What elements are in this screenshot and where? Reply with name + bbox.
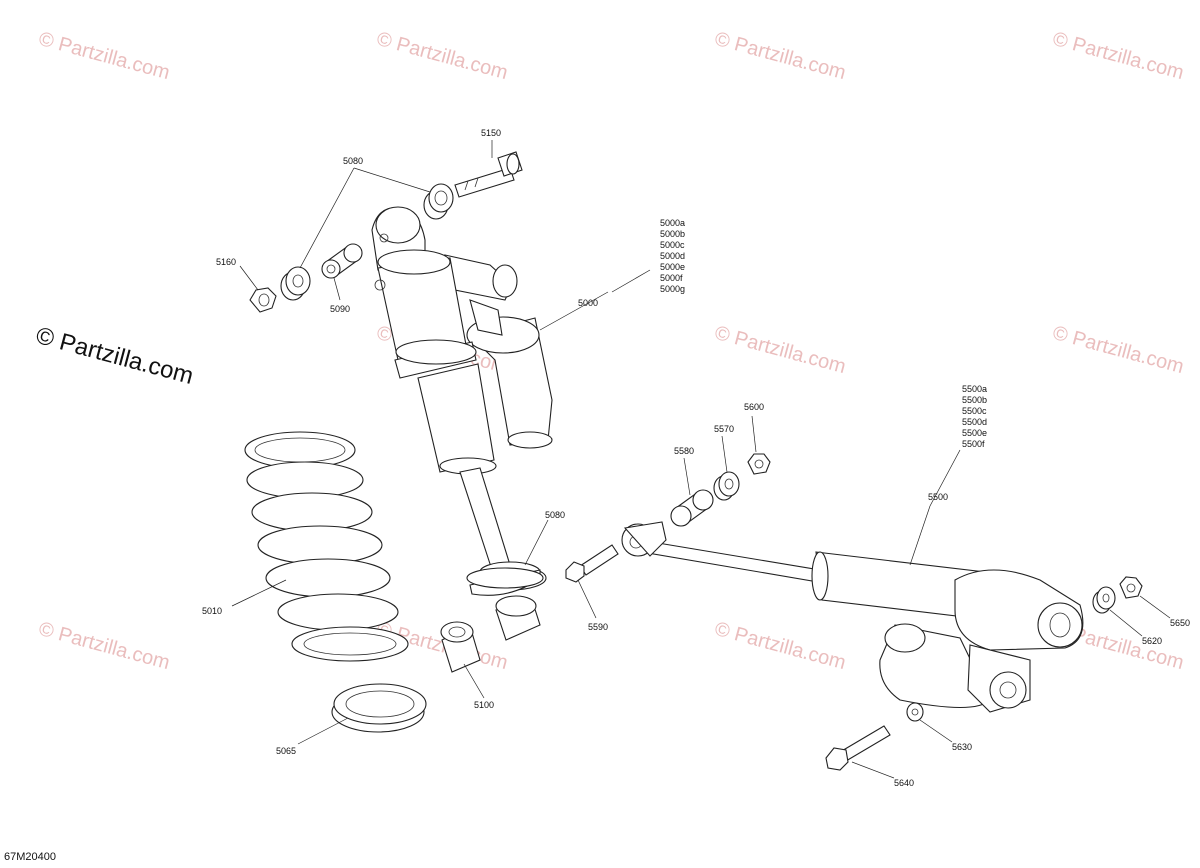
callout-5000b: 5000b xyxy=(660,229,685,239)
spring-5010 xyxy=(244,431,409,662)
bushing-5100 xyxy=(440,621,481,673)
nut-5600 xyxy=(747,453,771,475)
spacer-5090 xyxy=(321,243,363,279)
callout-5500e: 5500e xyxy=(962,428,987,438)
washer-5620 xyxy=(1092,586,1116,614)
callout-5150: 5150 xyxy=(481,128,501,138)
callout-5620: 5620 xyxy=(1142,636,1162,646)
callout-5000d: 5000d xyxy=(660,251,685,261)
bolt-5640 xyxy=(825,725,891,771)
cup-5080-bottom xyxy=(466,567,544,596)
callout-5000: 5000 xyxy=(578,298,598,308)
callout-5590: 5590 xyxy=(588,622,608,632)
shock-5000 xyxy=(371,206,553,591)
callout-5090: 5090 xyxy=(330,304,350,314)
bolt-5150 xyxy=(454,151,523,198)
bolt-5590 xyxy=(565,544,619,583)
callout-5500a: 5500a xyxy=(962,384,987,394)
bushing-5080-top xyxy=(423,183,454,220)
callout-5000f: 5000f xyxy=(660,273,683,283)
callout-5500f: 5500f xyxy=(962,439,985,449)
callout-5650: 5650 xyxy=(1170,618,1190,628)
callout-5065: 5065 xyxy=(276,746,296,756)
callout-5500d: 5500d xyxy=(962,417,987,427)
spacer-5580 xyxy=(670,489,714,527)
callout-5080-top: 5080 xyxy=(343,156,363,166)
callout-5500: 5500 xyxy=(928,492,948,502)
nut-5160 xyxy=(249,287,277,313)
lower-eye-bushing xyxy=(495,595,541,641)
callout-5570: 5570 xyxy=(714,424,734,434)
washer-5630 xyxy=(906,702,924,722)
callout-5000e: 5000e xyxy=(660,262,685,272)
callout-5000a: 5000a xyxy=(660,218,685,228)
shock-5500 xyxy=(621,521,1084,713)
leader-lines xyxy=(231,140,1171,779)
callout-5100: 5100 xyxy=(474,700,494,710)
callout-5500c: 5500c xyxy=(962,406,987,416)
callout-5010: 5010 xyxy=(202,606,222,616)
callout-5600: 5600 xyxy=(744,402,764,412)
nut-5650 xyxy=(1119,576,1143,599)
callout-5640: 5640 xyxy=(894,778,914,788)
callout-5500b: 5500b xyxy=(962,395,987,405)
callout-5000g: 5000g xyxy=(660,284,685,294)
callout-5630: 5630 xyxy=(952,742,972,752)
drawing-code: 67M20400 xyxy=(4,851,56,863)
bushing-5080-left xyxy=(280,266,311,301)
washer-5570 xyxy=(713,471,740,501)
callout-labels: 5150 5080 5160 5090 5000 5000a 5000b 500… xyxy=(202,128,1190,788)
callout-5000c: 5000c xyxy=(660,240,685,250)
callout-5160: 5160 xyxy=(216,257,236,267)
callout-5580: 5580 xyxy=(674,446,694,456)
spring-seat-5065 xyxy=(331,683,427,733)
callout-5080-bottom: 5080 xyxy=(545,510,565,520)
